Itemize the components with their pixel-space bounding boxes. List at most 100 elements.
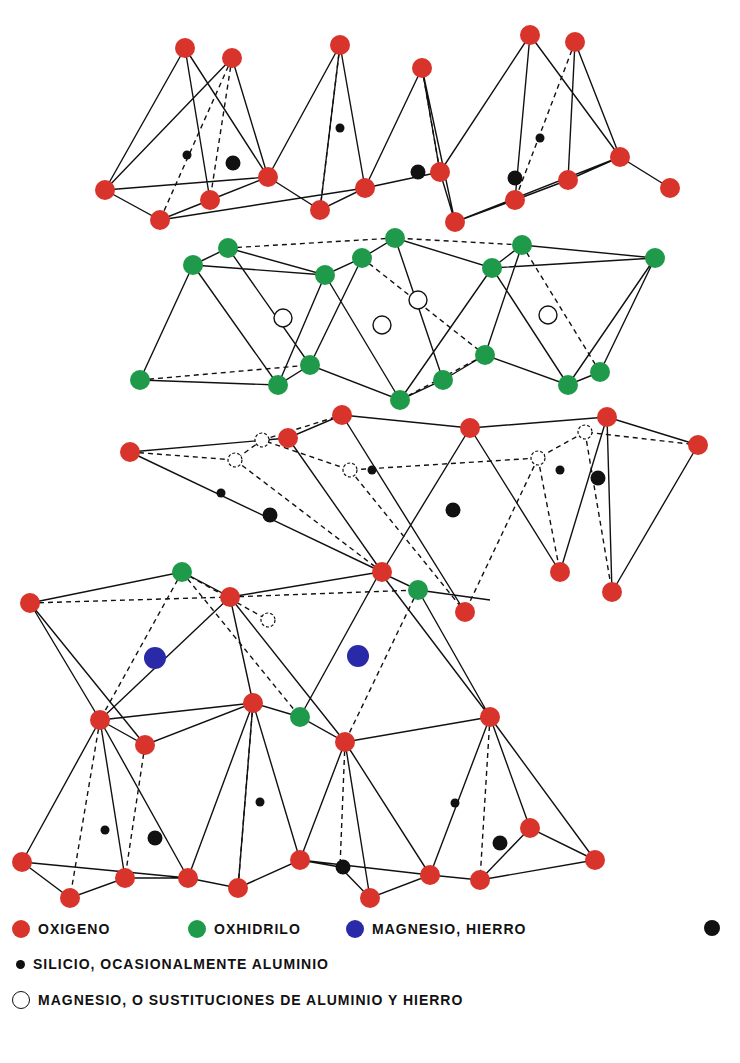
tetra-bonds-hidden xyxy=(160,42,575,220)
oxygen xyxy=(120,442,140,462)
silicon-atom xyxy=(336,124,345,133)
hydroxyl xyxy=(645,248,665,268)
hydroxyl xyxy=(590,362,610,382)
silicon-atom xyxy=(493,836,508,851)
hydroxyl xyxy=(352,248,372,268)
oxygen xyxy=(420,865,440,885)
oxygen xyxy=(20,593,40,613)
oxygen xyxy=(332,405,352,425)
oxygen xyxy=(688,435,708,455)
silicon-atom xyxy=(148,831,163,846)
silicon-atom xyxy=(536,134,545,143)
legend-entry: SILICIO, OCASIONALMENTE ALUMINIO xyxy=(16,953,329,975)
oxygen xyxy=(360,888,380,908)
tetra-bonds-hidden xyxy=(130,415,698,612)
hydroxyl xyxy=(475,345,495,365)
silicon-atoms xyxy=(101,124,606,875)
oxygen xyxy=(520,25,540,45)
silicon-atom xyxy=(368,466,377,475)
oxygen xyxy=(550,562,570,582)
legend-swatch xyxy=(12,920,30,938)
oxygen xyxy=(558,170,578,190)
legend-text: OXIGENO xyxy=(38,921,110,937)
octa-bonds xyxy=(30,572,490,745)
oxygen xyxy=(372,562,392,582)
hidden-atom xyxy=(228,453,242,467)
oxygen xyxy=(602,582,622,602)
bonds xyxy=(22,35,698,898)
oxygen xyxy=(278,428,298,448)
legend-entry: OXIGENO xyxy=(12,918,110,940)
silicon-atom xyxy=(101,826,110,835)
hydroxyl xyxy=(433,370,453,390)
oxygen xyxy=(200,190,220,210)
silicon-atom xyxy=(446,503,461,518)
silicon-atom xyxy=(263,508,278,523)
hydroxyl xyxy=(172,562,192,582)
oxygen xyxy=(243,693,263,713)
oxygen xyxy=(228,878,248,898)
legend-text: MAGNESIO, O SUSTITUCIONES DE ALUMINIO Y … xyxy=(38,992,463,1008)
hidden-atom xyxy=(578,425,592,439)
hydroxyl xyxy=(390,390,410,410)
oxygen xyxy=(335,732,355,752)
silicon-atom xyxy=(256,798,265,807)
octa-bonds-hidden xyxy=(140,238,600,400)
oxygen xyxy=(505,190,525,210)
oxygen xyxy=(520,818,540,838)
hydroxyl xyxy=(482,258,502,278)
octa-cation xyxy=(409,291,427,309)
silicon-atom xyxy=(336,860,351,875)
hydroxyl xyxy=(268,375,288,395)
hidden-atom xyxy=(531,451,545,465)
oxygen xyxy=(610,147,630,167)
legend-swatch xyxy=(16,960,25,969)
hydroxyl xyxy=(183,255,203,275)
oxygen xyxy=(115,868,135,888)
oxygen xyxy=(175,38,195,58)
silicon-atom xyxy=(217,489,226,498)
hydroxyl xyxy=(558,375,578,395)
oxygen xyxy=(470,870,490,890)
silicon-atom xyxy=(183,151,192,160)
tetra-bonds xyxy=(22,703,595,898)
octa-cations xyxy=(274,291,557,334)
legend-entry: OXHIDRILO xyxy=(188,918,301,940)
hidden-atom xyxy=(255,433,269,447)
oxygen xyxy=(460,418,480,438)
hidden-atom xyxy=(343,463,357,477)
oxygen xyxy=(150,210,170,230)
tetra-bonds xyxy=(130,415,698,612)
legend-entry: MAGNESIO, HIERRO xyxy=(346,918,526,940)
legend-text: OXHIDRILO xyxy=(214,921,301,937)
tetra-bonds-hidden xyxy=(70,703,490,898)
oxygen xyxy=(258,167,278,187)
silicon-atom xyxy=(451,799,460,808)
hydroxyl xyxy=(218,238,238,258)
legend-ring xyxy=(12,991,30,1009)
octa-bonds-hidden xyxy=(30,572,418,742)
oxygen xyxy=(290,850,310,870)
legend-swatch xyxy=(188,920,206,938)
oxygen xyxy=(222,48,242,68)
oxygen xyxy=(597,407,617,427)
oxygen xyxy=(430,162,450,182)
oxygen xyxy=(60,888,80,908)
oxygen xyxy=(660,178,680,198)
legend-swatch xyxy=(346,920,364,938)
magnesium-atom xyxy=(144,647,166,669)
oxygen xyxy=(12,852,32,872)
oxygen xyxy=(330,35,350,55)
oxygen xyxy=(95,180,115,200)
oxygen xyxy=(585,850,605,870)
legend-text: MAGNESIO, HIERRO xyxy=(372,921,526,937)
octa-cation xyxy=(539,306,557,324)
hydroxyl xyxy=(408,580,428,600)
magnesium-atom xyxy=(347,645,369,667)
silicon-atom xyxy=(226,156,241,171)
legend-entry: MAGNESIO, O SUSTITUCIONES DE ALUMINIO Y … xyxy=(12,989,463,1011)
silicon-atom xyxy=(411,165,426,180)
oxygen xyxy=(480,707,500,727)
